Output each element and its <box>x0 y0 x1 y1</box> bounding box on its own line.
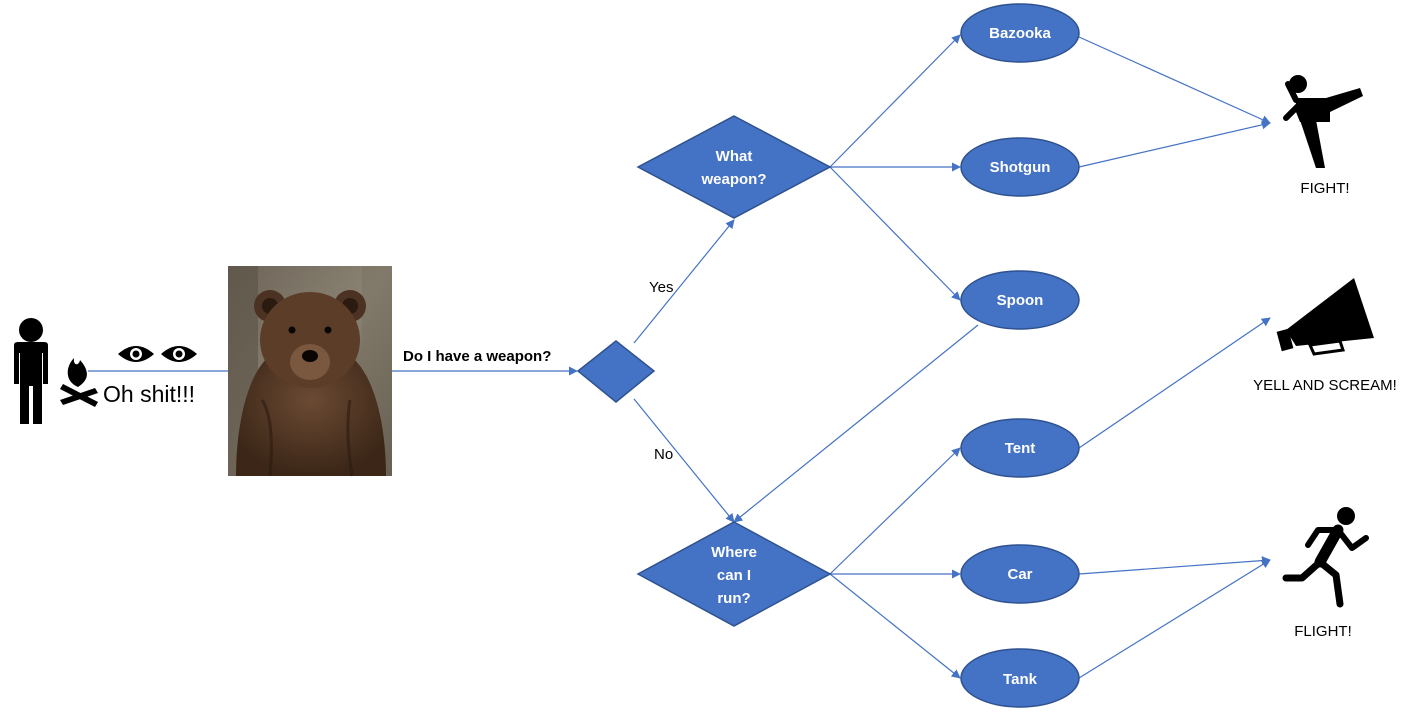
option-shotgun: Shotgun <box>960 137 1080 197</box>
no-label: No <box>654 446 673 463</box>
arrow-weapon-bazooka <box>829 34 961 168</box>
option-tent: Tent <box>960 418 1080 478</box>
arrow-run-tent <box>829 447 961 575</box>
arrow-bazooka-fight <box>1078 36 1271 124</box>
arrow-run-tank <box>829 573 961 679</box>
run-decision: Where can I run? <box>636 521 832 627</box>
arrow-yes <box>633 219 735 344</box>
arrow-spoon-to-run <box>733 324 979 523</box>
arrow-shotgun-fight <box>1078 120 1271 168</box>
option-bazooka: Bazooka <box>960 3 1080 63</box>
arrow-car-flight <box>1078 556 1271 575</box>
yes-label: Yes <box>649 279 673 296</box>
option-car: Car <box>960 544 1080 604</box>
campfire-icon <box>60 358 98 407</box>
eyes-icon <box>118 346 197 362</box>
standing-person-icon <box>14 318 48 424</box>
option-shotgun-label: Shotgun <box>990 159 1051 176</box>
weapon-decision: What weapon? <box>636 115 832 219</box>
weapon-decision-line2: weapon? <box>700 171 766 188</box>
option-tank-label: Tank <box>1003 671 1038 688</box>
megaphone-icon <box>1276 278 1374 356</box>
running-person-icon <box>1282 507 1369 608</box>
run-decision-line2: can I <box>717 567 751 584</box>
option-spoon: Spoon <box>960 270 1080 330</box>
option-car-label: Car <box>1007 566 1032 583</box>
connectors <box>88 34 1271 679</box>
arrow-tank-flight <box>1078 559 1271 679</box>
option-tank: Tank <box>960 648 1080 708</box>
yell-label: YELL AND SCREAM! <box>1253 377 1397 394</box>
exclamation-text: Oh shit!!! <box>103 381 195 407</box>
question-label: Do I have a weapon? <box>403 348 551 365</box>
option-spoon-label: Spoon <box>997 292 1044 309</box>
brown-bear-photo <box>228 266 392 477</box>
arrow-tent-yell <box>1078 317 1271 449</box>
martial-arts-kick-icon <box>1283 75 1363 168</box>
weapon-decision-line1: What <box>716 148 753 165</box>
run-decision-line3: run? <box>717 590 750 607</box>
option-bazooka-label: Bazooka <box>989 25 1051 42</box>
option-tent-label: Tent <box>1005 440 1036 457</box>
have-weapon-decision <box>576 340 656 403</box>
flight-label: FLIGHT! <box>1294 623 1352 640</box>
arrow-weapon-spoon <box>829 166 961 301</box>
arrow-no <box>633 398 735 523</box>
run-decision-line1: Where <box>711 544 757 561</box>
fight-label: FIGHT! <box>1300 180 1349 197</box>
